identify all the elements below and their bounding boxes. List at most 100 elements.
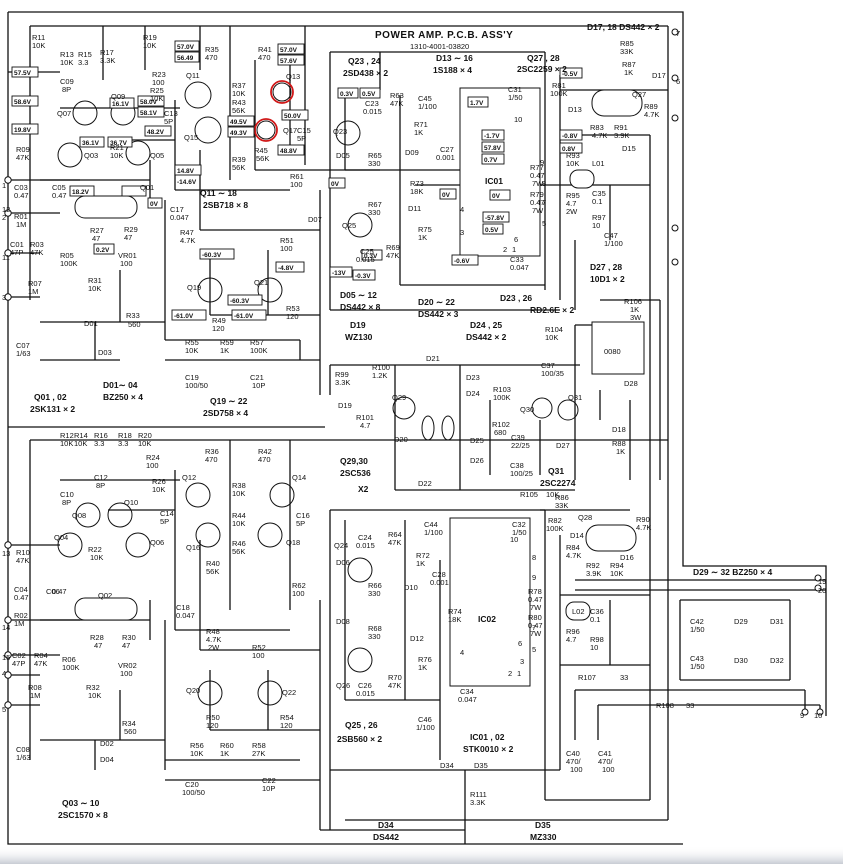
- component-r96: R96: [566, 627, 580, 636]
- component-r99: R99: [335, 370, 349, 379]
- component-r47: R47: [180, 228, 194, 237]
- component-r19v: 10K: [143, 41, 156, 50]
- group-q01-02-line1: Q01 , 02: [34, 392, 67, 402]
- pin-ic1p7: 7: [542, 198, 546, 207]
- component-r34v: 560: [124, 727, 137, 736]
- component-r07v: 1M: [28, 287, 38, 296]
- component-r103v: 100K: [493, 393, 511, 402]
- component-r85: R85: [620, 39, 634, 48]
- voltage-v29: -61.0V: [234, 313, 254, 320]
- component-r83v: 4.7K: [592, 131, 607, 140]
- component-r09v: 47K: [16, 153, 29, 162]
- component-d03: D03: [98, 348, 112, 357]
- component-c47v: 1/100: [604, 239, 623, 248]
- component-c01: C01: [10, 240, 24, 249]
- component-r88v: 1K: [616, 447, 625, 456]
- component-r07: R07: [28, 279, 42, 288]
- component-c24: C24: [358, 533, 372, 542]
- pin-ic1p6: 6: [514, 235, 518, 244]
- component-d23: D23: [466, 373, 480, 382]
- component-r59v: 1K: [220, 346, 229, 355]
- voltage-v27: -60.3V: [230, 298, 250, 305]
- group-q29-30-line2: 2SC536: [340, 468, 371, 478]
- component-r78: R78: [528, 587, 542, 596]
- component-r48w: 2W: [208, 643, 220, 652]
- group-d23-26-line1: D23 , 26: [500, 293, 532, 303]
- component-d21: D21: [426, 354, 440, 363]
- component-r05v: 100K: [60, 259, 78, 268]
- highlight-q13: [270, 80, 294, 104]
- component-r47v: 4.7K: [180, 236, 195, 245]
- component-q24: Q24: [334, 541, 348, 550]
- component-c26v: 0.015: [356, 689, 375, 698]
- component-r57v: 100K: [250, 346, 268, 355]
- pin-p4: 4: [2, 669, 6, 678]
- component-r43: R43: [232, 98, 246, 107]
- group-d01-04-line2: BZ250 × 4: [103, 392, 143, 402]
- component-c03v: 0.47: [14, 191, 29, 200]
- component-d19l: D19: [338, 401, 352, 410]
- component-vr02v: 100: [120, 669, 133, 678]
- component-r50v: 120: [206, 721, 219, 730]
- pin-p10: 10: [814, 711, 822, 720]
- component-r73v: 18K: [410, 187, 423, 196]
- label-d13-16-type: 1S188 × 4: [433, 65, 472, 75]
- component-r91v: 3.9K: [614, 131, 629, 140]
- component-c33v: 0.047: [510, 263, 529, 272]
- transistor-q13: [272, 82, 292, 102]
- component-c20: C20: [185, 780, 199, 789]
- pin-p1: 1: [2, 181, 6, 190]
- component-r95w: 2W: [566, 207, 578, 216]
- transistor-q25: [347, 212, 373, 238]
- component-d10: D10: [404, 583, 418, 592]
- group-d20-22-line1: D20 ∼ 22: [418, 297, 455, 307]
- component-c23: C23: [365, 99, 379, 108]
- component-r08: R08: [28, 683, 42, 692]
- voltage-v8: 48.2V: [147, 129, 165, 136]
- component-r06: R06: [62, 655, 76, 664]
- component-q02: Q02: [98, 591, 112, 600]
- component-c40v2: 100: [570, 765, 583, 774]
- component-r16v: 3.3: [94, 439, 104, 448]
- component-q21: Q21: [254, 278, 268, 287]
- component-d32: D32: [770, 656, 784, 665]
- component-q08: Q08: [72, 511, 86, 520]
- pin-ic1p2: 2: [503, 245, 507, 254]
- voltage-v20: 36.7V: [110, 140, 128, 147]
- component-c43: C43: [690, 654, 704, 663]
- pin-ic2p9: 9: [532, 573, 536, 582]
- component-r32: R32: [86, 683, 100, 692]
- component-r08v: 1M: [30, 691, 40, 700]
- component-r80w: 7W: [530, 629, 542, 638]
- transistor-pack-q27: [591, 89, 643, 117]
- component-d30: D30: [734, 656, 748, 665]
- label-q27-28: Q27 , 28: [527, 53, 560, 63]
- component-r25v: 10K: [150, 94, 163, 103]
- component-d31: D31: [770, 617, 784, 626]
- component-c02v: 47P: [12, 659, 25, 668]
- component-d18: D18: [612, 425, 626, 434]
- ic02-body: [449, 517, 531, 687]
- group-q31-line2: 2SC2274: [540, 478, 576, 488]
- ic01-label: IC01: [485, 176, 503, 186]
- pin-p19: 19: [818, 577, 826, 586]
- component-r93v: 10K: [566, 159, 579, 168]
- component-c21: C21: [250, 373, 264, 382]
- component-c41v: 470/: [598, 757, 614, 766]
- component-d04: D04: [100, 755, 114, 764]
- voltage-v13: 49.5V: [230, 119, 248, 126]
- component-c35v: 0.1: [592, 197, 602, 206]
- coil-l02: [565, 601, 591, 621]
- component-r21: R21: [110, 143, 124, 152]
- component-r05: R05: [60, 251, 74, 260]
- component-r92v: 3.9K: [586, 569, 601, 578]
- pin-p3: 3: [2, 293, 6, 302]
- voltage-v42: -13V: [332, 270, 346, 277]
- voltage-v22: 18.2V: [72, 189, 90, 196]
- component-c14: C14: [160, 509, 174, 518]
- component-q01: Q01: [140, 183, 154, 192]
- group-d05-12-line1: D05 ∼ 12: [340, 290, 377, 300]
- group-q11-18-line2: 2SB718 × 8: [203, 200, 248, 210]
- component-r20: R20: [138, 431, 152, 440]
- transistor-q16: [195, 522, 221, 548]
